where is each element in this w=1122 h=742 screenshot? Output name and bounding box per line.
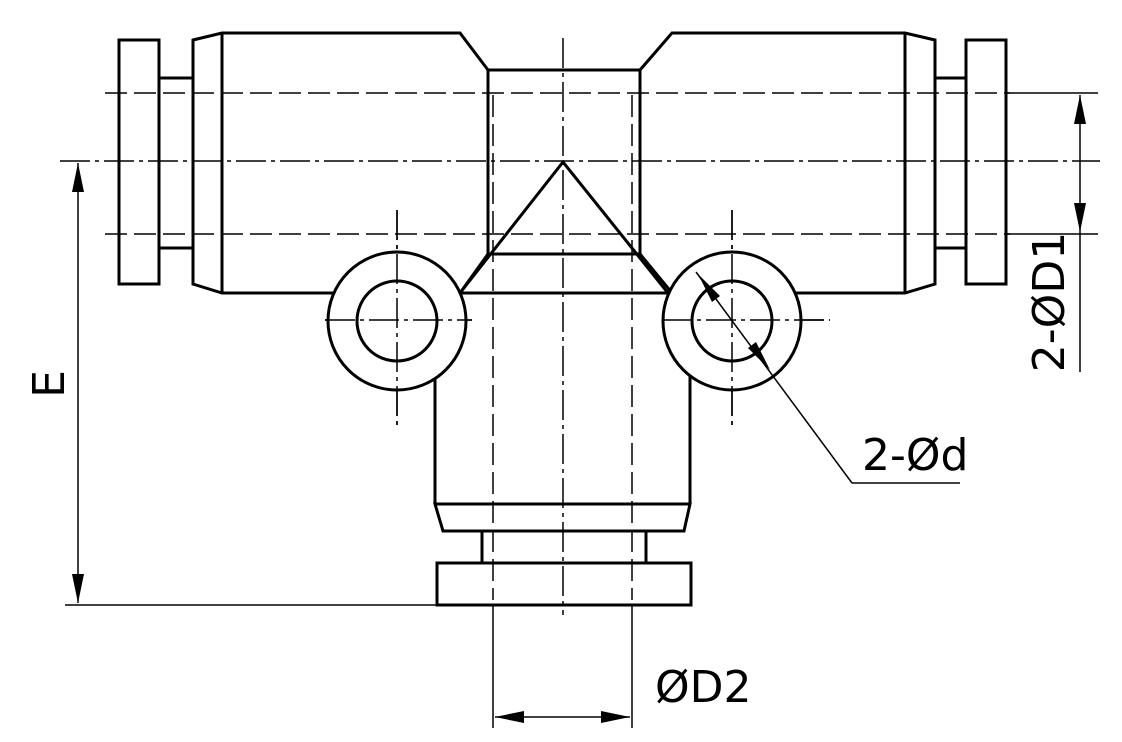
left-arm-body: [191, 31, 490, 295]
dimension-d1: 2-ØD1: [1006, 92, 1098, 372]
branch-cone: [458, 159, 670, 294]
bottom-collet-cap: [435, 561, 693, 607]
right-arm-body: [638, 31, 937, 295]
dimension-d-arrow-upper: [698, 274, 720, 302]
dimension-d-arrow-lower: [748, 342, 770, 370]
dimension-e-arrow-bottom: [72, 574, 84, 603]
dimension-e: E: [24, 163, 437, 606]
left-collet-cap: [117, 38, 161, 286]
dimension-d2-arrow-left: [495, 711, 524, 723]
dimension-d1-arrow-top: [1074, 95, 1086, 124]
dimension-d2-arrow-right: [601, 711, 630, 723]
dimension-d2: ØD2: [492, 605, 752, 728]
dimension-e-arrow-top: [72, 163, 84, 192]
dimension-d1-arrow-bottom: [1074, 203, 1086, 232]
dimension-d-leader: [695, 271, 853, 484]
center-lines: [60, 38, 1100, 615]
dimension-e-label: E: [24, 370, 75, 398]
dimension-d-label: 2-Ød: [862, 430, 968, 481]
stem-chamfer: [432, 502, 692, 533]
dimension-d2-label: ØD2: [655, 662, 752, 713]
hidden-lines: [105, 92, 1010, 600]
dimension-d: 2-Ød: [695, 271, 968, 484]
dimension-d1-label: 2-ØD1: [1024, 232, 1075, 372]
right-collet-cap: [964, 38, 1008, 286]
